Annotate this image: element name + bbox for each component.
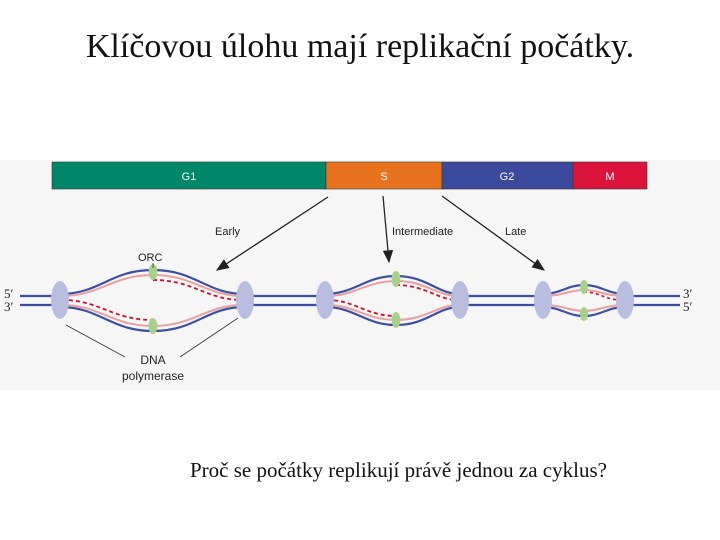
phase-s-label: S: [380, 171, 387, 183]
orc-protein: [51, 281, 69, 319]
early-label: Early: [215, 226, 241, 238]
orc-protein: [316, 281, 334, 319]
left-bottom-end-label: 3′: [4, 299, 14, 314]
orc-protein: [236, 281, 254, 319]
right-bottom-end-label: 5′: [683, 299, 693, 314]
phase-g2-label: G2: [500, 171, 515, 183]
slide-question: Proč se počátky replikují právě jednou z…: [190, 458, 607, 483]
polymerase: [580, 307, 588, 321]
orc-protein: [451, 281, 469, 319]
phase-m-label: M: [605, 171, 614, 183]
polymerase: [580, 280, 588, 294]
diagram-background: [0, 160, 720, 390]
orc-protein: [534, 281, 552, 319]
polymerase: [392, 312, 401, 328]
polymerase: [392, 271, 401, 287]
dna-polymerase-label-line1: DNA: [140, 353, 165, 367]
cell-cycle-bar: G1 S G2 M: [52, 162, 647, 189]
orc-label: ORC: [138, 252, 163, 264]
intermediate-label: Intermediate: [392, 226, 453, 238]
dna-polymerase-label-line2: polymerase: [122, 369, 184, 383]
polymerase: [149, 318, 158, 334]
orc-protein: [616, 281, 634, 319]
phase-g1-label: G1: [182, 171, 197, 183]
late-label: Late: [505, 226, 526, 238]
